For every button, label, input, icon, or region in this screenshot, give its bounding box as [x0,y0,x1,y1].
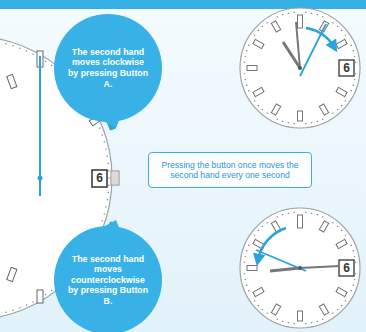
note-text: Pressing the button once moves the secon… [154,160,306,181]
date-window [92,170,107,187]
callout-bubble: The second hand moves counterclockwise b… [54,226,162,332]
callout-text: The second hand moves clockwise by press… [67,47,149,89]
date-number: 6 [339,260,354,276]
date-number: 6 [339,60,354,76]
crown [111,171,119,185]
callout-bubble: The second hand moves clockwise by press… [54,14,162,122]
date-number: 6 [92,170,107,187]
callout-text: The second hand moves counterclockwise b… [67,254,149,307]
watch-counterclockwise [240,208,360,328]
watch-clockwise [240,8,360,128]
note-box: Pressing the button once moves the secon… [148,152,312,188]
second-hand [39,56,41,196]
header-band [0,0,366,9]
